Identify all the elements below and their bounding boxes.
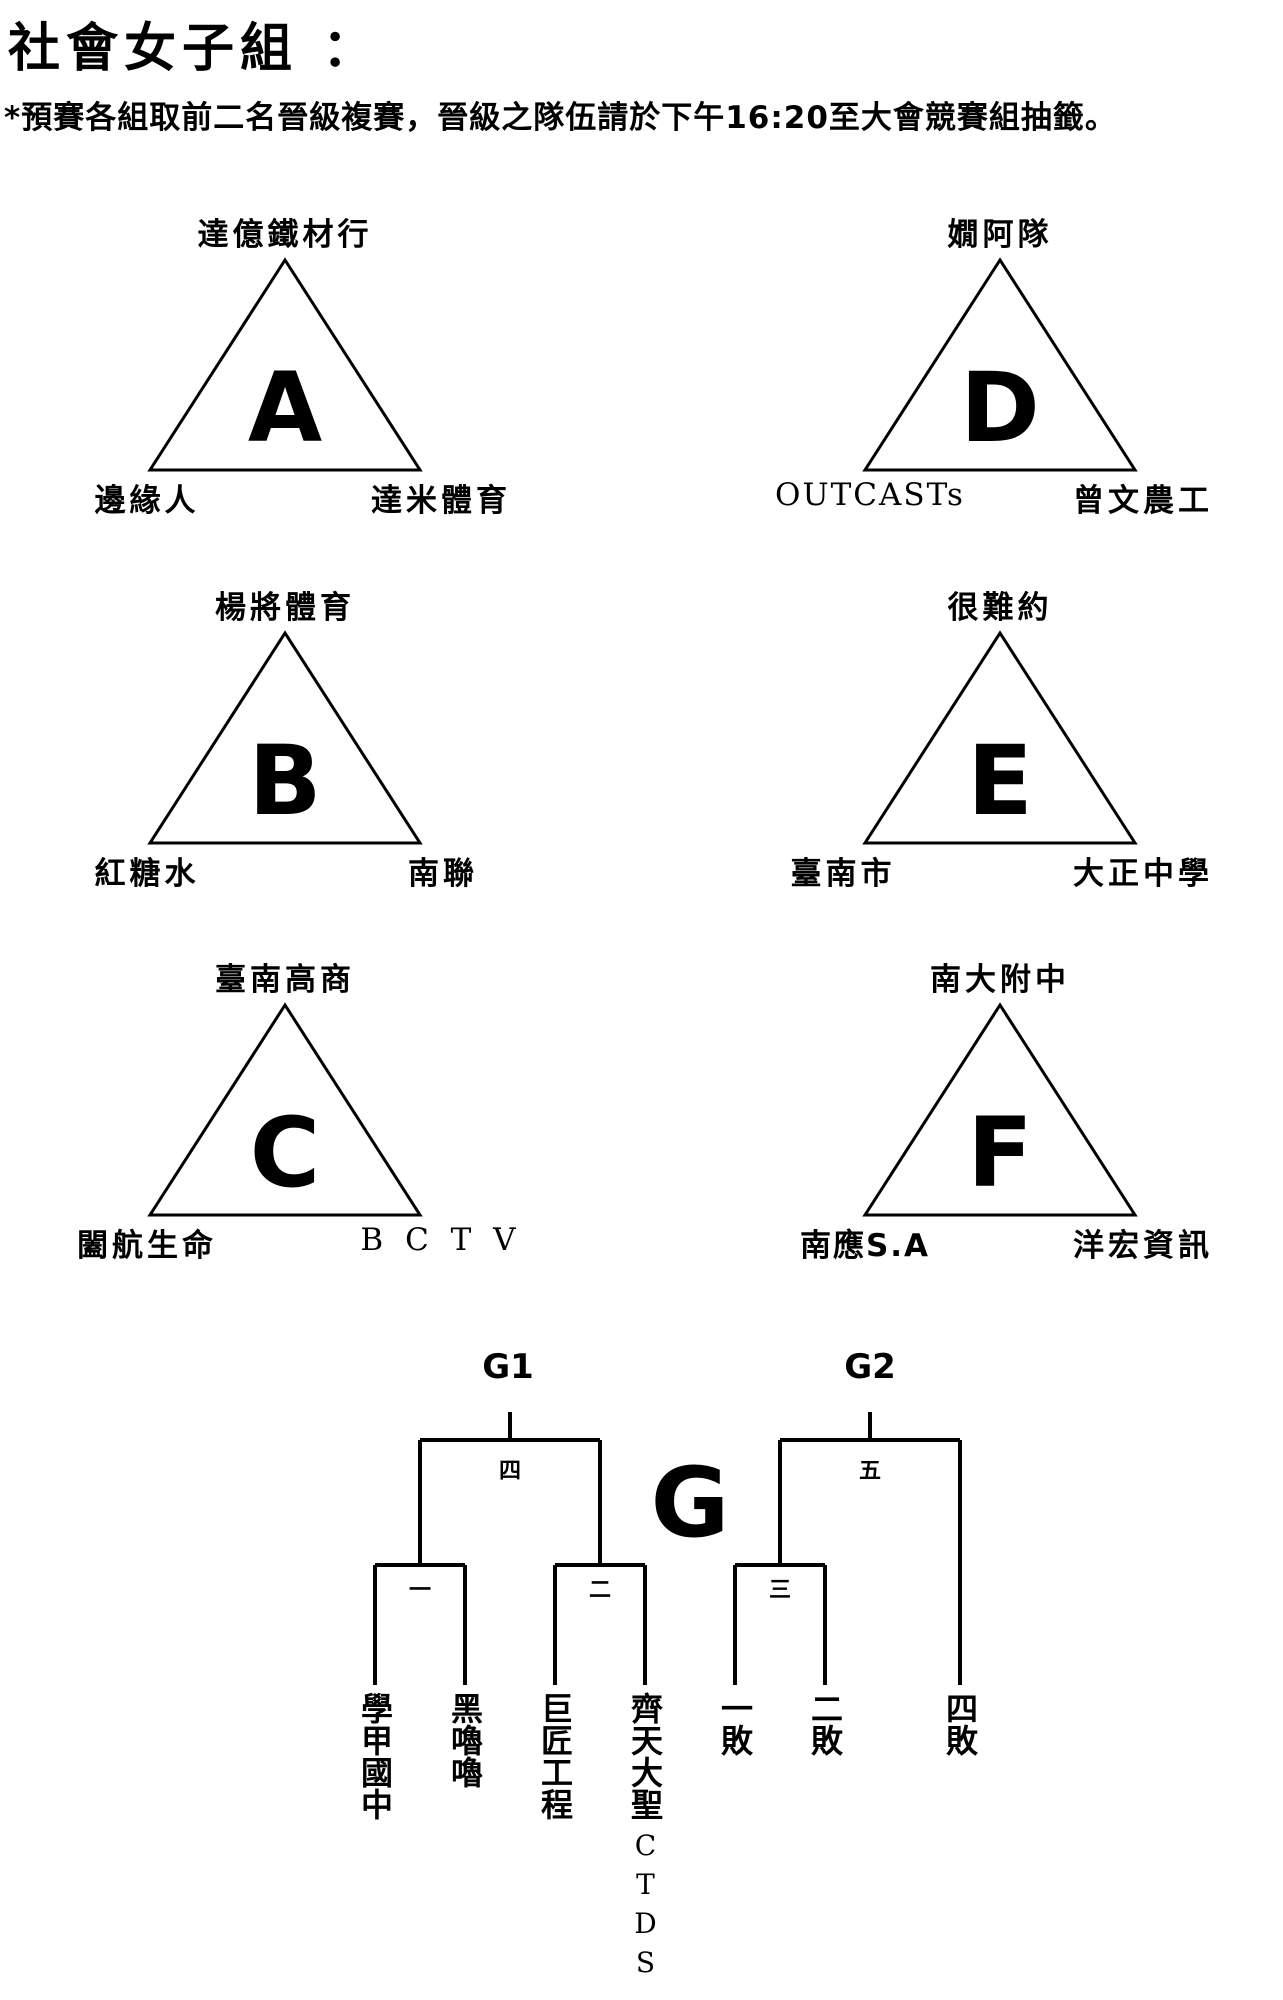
- group-a: 達億鐵材行 A 邊緣人 達米體育: [75, 205, 508, 535]
- group-a-letter: A: [247, 352, 323, 464]
- round-1-label: 一: [408, 1578, 432, 1603]
- group-d-right-team: 曾文農工: [1073, 483, 1213, 519]
- group-d-letter: D: [960, 352, 1040, 464]
- group-f: 南大附中 F 南應S.A 洋宏資訊: [790, 950, 1210, 1280]
- group-e-right-team: 大正中學: [1073, 856, 1213, 892]
- group-b-letter: B: [248, 725, 322, 837]
- bracket-team-jujiang: 巨匠工程: [535, 1692, 575, 1829]
- group-a-right-team: 達米體育: [371, 483, 511, 519]
- round-5-label: 五: [858, 1459, 882, 1484]
- group-d: 嫺阿隊 D OUTCASTs 曾文農工: [775, 205, 1213, 535]
- group-d-triangle: [862, 257, 1138, 472]
- round-3-label: 三: [768, 1578, 792, 1603]
- group-b-triangle: [147, 630, 423, 845]
- bracket-slot-loser-1: 一敗: [715, 1692, 755, 1765]
- group-c: 臺南高商 C 闔航生命 B C T V: [75, 950, 516, 1280]
- group-a-triangle: [147, 257, 423, 472]
- group-e-left-team: 臺南市: [790, 856, 896, 892]
- team-name: 二敗: [806, 1692, 844, 1756]
- group-c-top-team: 臺南高商: [215, 962, 355, 998]
- bracket-slot-loser-2: 二敗: [805, 1692, 845, 1765]
- group-c-left-team: 闔航生命: [77, 1228, 217, 1264]
- group-b-top-team: 楊將體育: [215, 590, 355, 626]
- group-f-letter: F: [967, 1097, 1033, 1209]
- group-d-top-team: 嫺阿隊: [947, 217, 1053, 253]
- bracket-team-xuejia: 學甲國中: [355, 1692, 395, 1829]
- team-name: 齊天大聖: [626, 1692, 664, 1820]
- bracket-g2-label: G2: [844, 1347, 896, 1387]
- round-2-label: 二: [588, 1578, 612, 1603]
- group-c-right-team: B C T V: [360, 1222, 522, 1258]
- bracket-team-heilulu: 黑嚕嚕: [445, 1692, 485, 1797]
- bracket-g1-label: G1: [482, 1347, 534, 1387]
- team-name: 巨匠工程: [536, 1692, 574, 1820]
- group-f-top-team: 南大附中: [930, 962, 1070, 998]
- group-a-left-team: 邊緣人: [94, 483, 200, 519]
- group-b: 楊將體育 B 紅糖水 南聯: [75, 578, 495, 908]
- group-c-letter: C: [249, 1097, 321, 1209]
- group-e: 很難約 E 臺南市 大正中學: [790, 578, 1210, 908]
- round-4-label: 四: [498, 1459, 522, 1484]
- qualification-note: *預賽各組取前二名晉級複賽，晉級之隊伍請於下午16:20至大會競賽組抽籤。: [4, 100, 1117, 136]
- group-c-triangle: [147, 1002, 423, 1217]
- team-name-latin: CTDS: [629, 1829, 662, 1985]
- group-b-right-team: 南聯: [408, 856, 478, 892]
- bracket-team-qitian: 齊天大聖 CTDS: [625, 1692, 665, 1994]
- page-title: 社會女子組 ：: [8, 19, 381, 79]
- group-f-right-team: 洋宏資訊: [1073, 1228, 1213, 1264]
- group-f-triangle: [862, 1002, 1138, 1217]
- group-a-top-team: 達億鐵材行: [197, 217, 373, 253]
- group-b-left-team: 紅糖水: [94, 856, 200, 892]
- group-e-letter: E: [967, 725, 1033, 837]
- group-g-letter: G: [650, 1447, 730, 1559]
- team-name: 一敗: [716, 1692, 754, 1756]
- group-d-left-team: OUTCASTs: [775, 477, 965, 513]
- group-f-left-team: 南應S.A: [799, 1228, 931, 1264]
- bracket-slot-loser-4: 四敗: [940, 1692, 980, 1765]
- team-name: 學甲國中: [356, 1692, 394, 1820]
- team-name: 四敗: [941, 1692, 979, 1756]
- group-e-top-team: 很難約: [947, 590, 1053, 626]
- team-name: 黑嚕嚕: [446, 1692, 484, 1788]
- group-e-triangle: [862, 630, 1138, 845]
